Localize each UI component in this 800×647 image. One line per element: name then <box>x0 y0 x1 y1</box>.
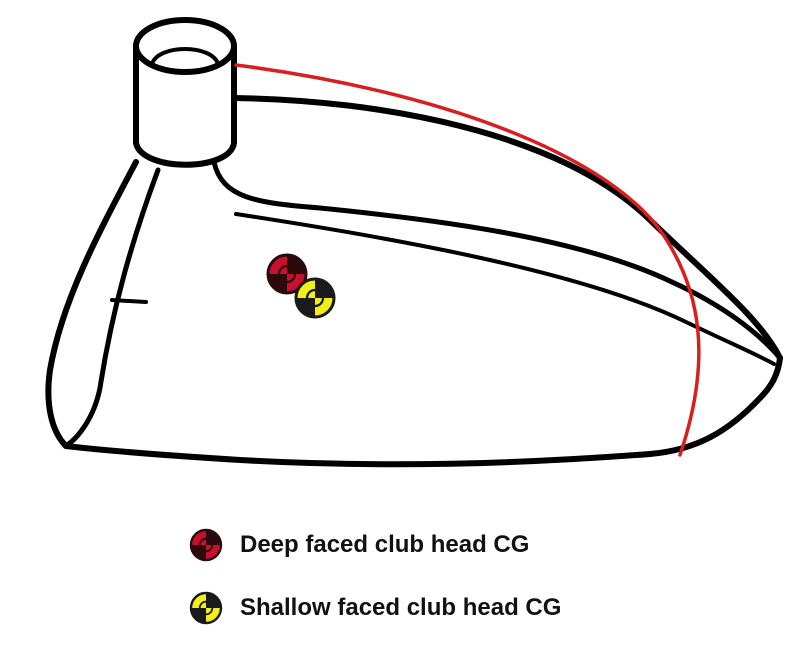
club-head-outline <box>45 17 783 468</box>
toe-edge <box>647 355 783 457</box>
deep-cg-marker-icon <box>266 253 308 295</box>
hosel-body <box>133 43 237 168</box>
crown-top-edge <box>231 95 783 361</box>
shallow-cg-marker-icon <box>294 277 336 319</box>
crown-secondary-ridge <box>234 212 776 366</box>
heel-face-edge <box>63 167 161 449</box>
heel-face-inner-line <box>110 298 148 304</box>
legend-label-deep: Deep faced club head CG <box>240 531 530 558</box>
shallow-cg-legend-icon <box>189 591 223 625</box>
legend-item-shallow: Shallow faced club head CG <box>188 590 748 626</box>
crown-red-curve <box>234 63 701 457</box>
sole-edge <box>63 443 653 468</box>
legend-item-deep: Deep faced club head CG <box>188 527 748 563</box>
heel-outer-edge <box>45 159 139 449</box>
crown-inner-ridge <box>211 159 783 361</box>
hosel-top-rim <box>133 17 237 75</box>
hosel-inner-opening <box>150 47 220 66</box>
deep-cg-legend-icon <box>189 528 223 562</box>
legend-label-shallow: Shallow faced club head CG <box>240 594 562 621</box>
